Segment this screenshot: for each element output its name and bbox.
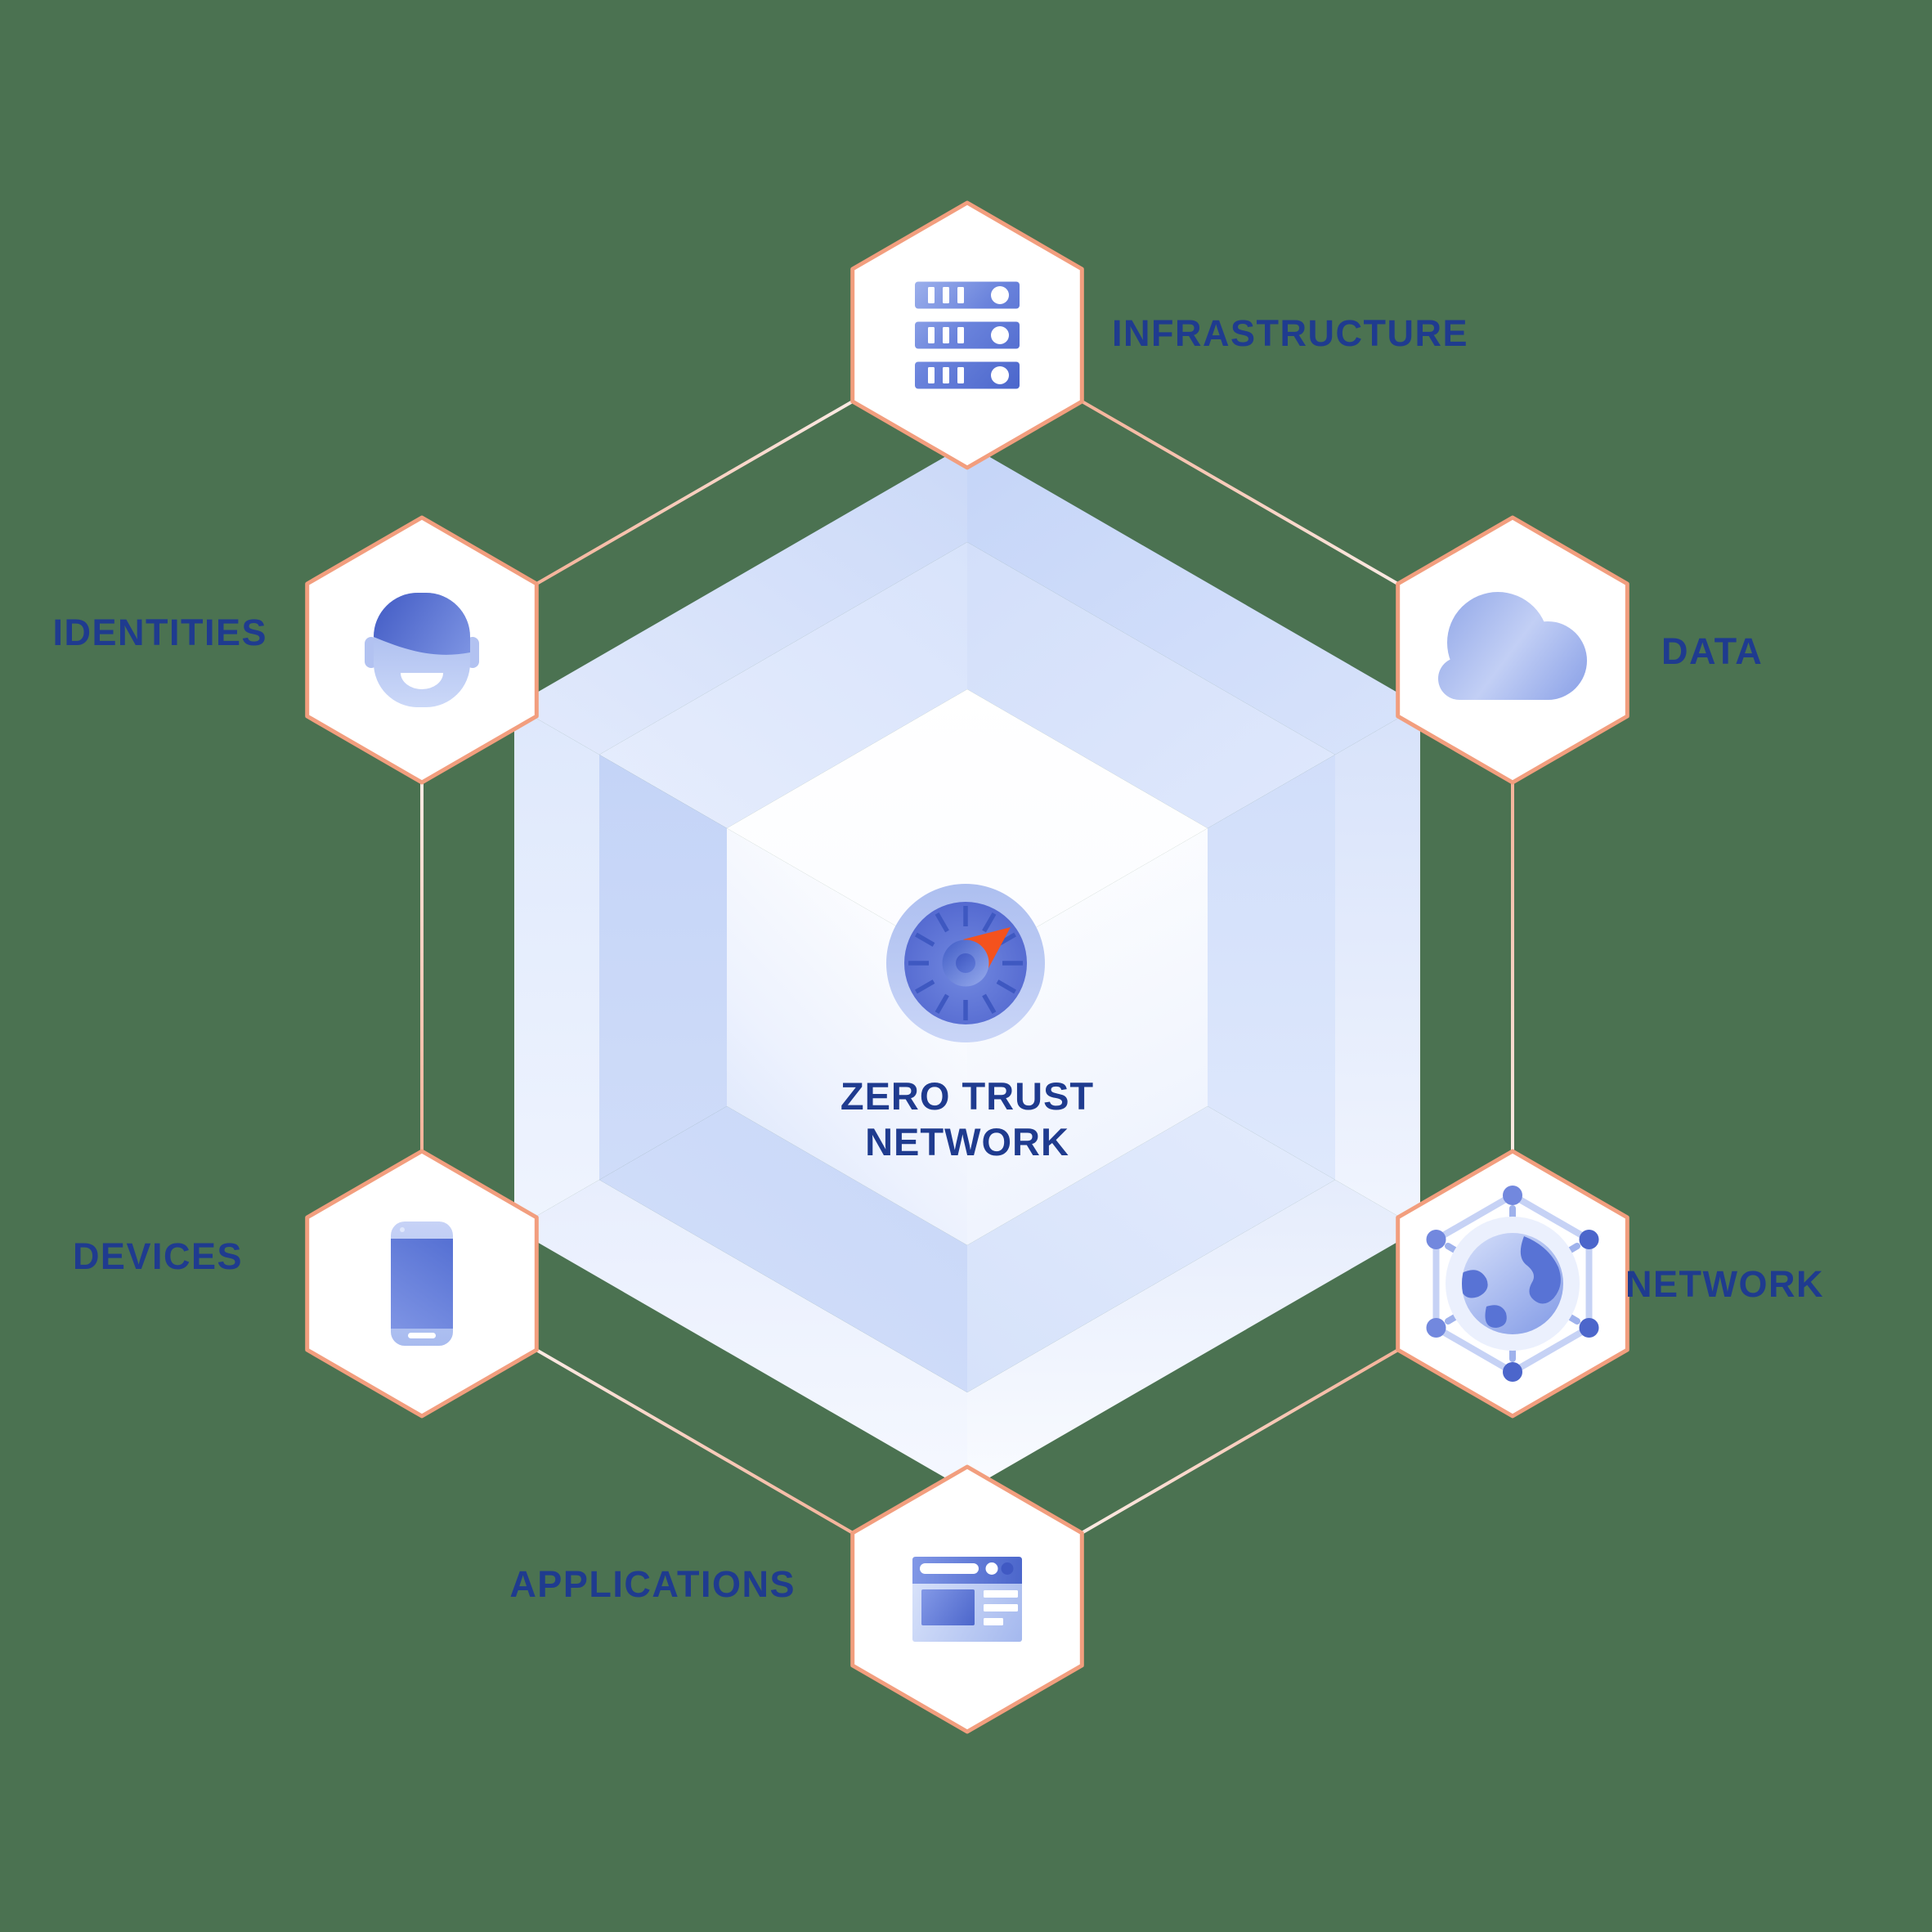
node-labels: INFRASTRUCTURE DATA NETWORK APPLICATIONS…	[52, 312, 1824, 1605]
cube-middle-ring	[599, 542, 1335, 1392]
hex-identities	[305, 515, 539, 785]
center-node: ZERO TRUST NETWORK	[840, 884, 1094, 1163]
cloud-icon	[1438, 592, 1587, 700]
center-title-line2: NETWORK	[865, 1120, 1069, 1163]
dial-icon	[886, 884, 1045, 1042]
dial-needle	[963, 927, 1011, 968]
hex-network	[1396, 1149, 1629, 1419]
center-title-line1: ZERO TRUST	[840, 1074, 1094, 1118]
server-icon	[915, 281, 1020, 389]
cube-outer-ring	[514, 444, 1420, 1490]
label-devices: DEVICES	[73, 1235, 243, 1277]
label-identities: IDENTITIES	[52, 612, 267, 653]
browser-icon	[912, 1557, 1022, 1642]
smartphone-icon	[391, 1222, 453, 1346]
center-cube	[514, 444, 1420, 1490]
person-icon	[365, 593, 479, 707]
globe-network-icon	[1426, 1186, 1599, 1382]
hex-applications	[850, 1464, 1084, 1734]
hex-devices	[305, 1149, 539, 1419]
cube-inner-cube	[727, 689, 1208, 1245]
hex-infrastructure	[850, 200, 1084, 470]
label-applications: APPLICATIONS	[509, 1563, 796, 1605]
label-network: NETWORK	[1625, 1263, 1824, 1305]
label-data: DATA	[1661, 630, 1763, 672]
hex-data	[1396, 515, 1629, 785]
label-infrastructure: INFRASTRUCTURE	[1112, 312, 1468, 354]
